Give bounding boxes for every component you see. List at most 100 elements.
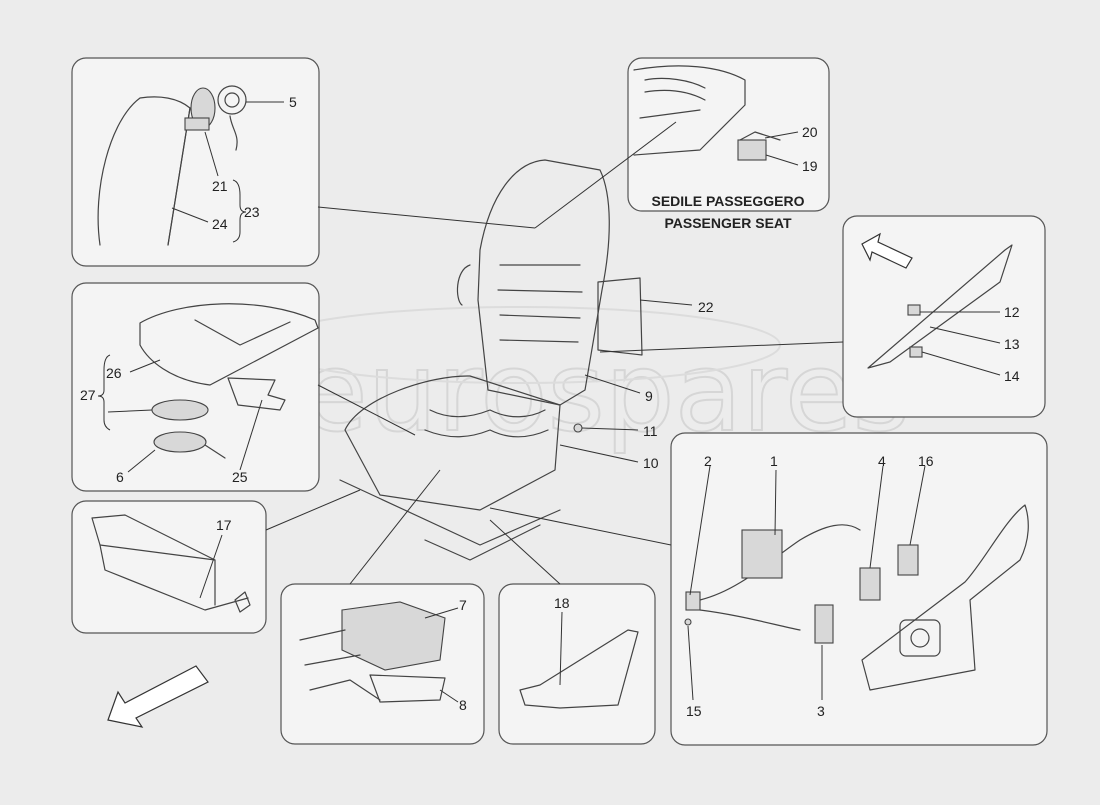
backrest-wire	[456, 264, 471, 306]
heater-pad-27	[151, 399, 209, 421]
backrest-springs	[497, 264, 583, 343]
harness-lower-wire	[699, 609, 801, 631]
callout-26: 26	[106, 365, 122, 381]
connector-harness	[489, 507, 672, 546]
connector-headrest	[317, 206, 536, 229]
connector-cushion	[317, 384, 416, 436]
callout-4: 4	[878, 453, 886, 469]
connector-wire-18	[489, 519, 561, 585]
cushion-cover-26	[139, 303, 319, 386]
occupant-sensor-19	[737, 139, 767, 161]
brace-23	[232, 179, 247, 243]
callout-23: 23	[244, 204, 260, 220]
leader-16	[909, 465, 926, 546]
leader-20	[764, 131, 799, 139]
wire-18	[519, 629, 639, 709]
callout-27: 27	[80, 387, 96, 403]
leader-10	[559, 444, 639, 463]
callout-11: 11	[643, 423, 658, 439]
fan-6-cable	[204, 444, 226, 459]
callout-1: 1	[770, 453, 778, 469]
leader-17	[199, 534, 223, 599]
leader-11	[581, 427, 639, 431]
callout-3: 3	[817, 703, 825, 719]
leader-26	[129, 359, 161, 373]
leader-6	[127, 449, 156, 473]
screw-15	[684, 618, 692, 626]
panel-passenger-seat	[627, 57, 830, 212]
leader-15	[687, 625, 694, 701]
callout-8: 8	[459, 697, 467, 713]
leader-14	[921, 351, 1001, 376]
seat-rails	[339, 479, 561, 561]
headrest-latch	[184, 117, 210, 131]
callout-5: 5	[289, 94, 297, 110]
leader-13	[929, 326, 1001, 344]
control-module-7	[341, 601, 446, 671]
callout-6: 6	[116, 469, 124, 485]
screw-11	[573, 423, 583, 433]
frame-17-body	[99, 544, 249, 611]
clip-12	[907, 304, 921, 316]
passenger-seat-springs	[639, 77, 706, 119]
harness-connector-block	[741, 529, 783, 579]
speaker-5	[217, 85, 247, 115]
leader-19	[765, 154, 799, 166]
switch-4	[859, 567, 881, 601]
panel-wiring-harness	[670, 432, 1048, 746]
wiring-harness-assembly	[684, 504, 1029, 691]
seat-bracket	[867, 244, 1013, 369]
module-bracket-8	[369, 674, 446, 703]
connector-frame-17	[265, 489, 361, 531]
callout-13: 13	[1004, 336, 1020, 352]
sensor-mat-25	[227, 377, 286, 411]
leader-7	[424, 607, 459, 619]
callout-9: 9	[645, 388, 653, 404]
harness-main-wire	[699, 524, 861, 601]
callout-14: 14	[1004, 368, 1020, 384]
leader-22	[639, 299, 693, 306]
connector-2	[685, 591, 701, 611]
leader-1	[774, 469, 777, 536]
callout-18: 18	[554, 595, 570, 611]
brace-27	[97, 354, 111, 431]
callout-2: 2	[704, 453, 712, 469]
callout-20: 20	[802, 124, 818, 140]
leader-8	[439, 689, 459, 703]
wire-18-loop	[519, 629, 639, 709]
leader-24	[171, 207, 209, 223]
callout-15: 15	[686, 703, 702, 719]
callout-21: 21	[212, 178, 228, 194]
leader-4	[869, 465, 884, 569]
connector-module	[349, 469, 441, 585]
seat-panel-22	[597, 277, 643, 356]
nut-14	[909, 346, 923, 358]
arrow-down-left-icon	[107, 665, 209, 728]
callout-22: 22	[698, 299, 714, 315]
callout-10: 10	[643, 455, 659, 471]
leader-9	[584, 374, 641, 394]
leader-27	[107, 409, 153, 413]
sensor-bracket-20	[739, 131, 781, 141]
callout-16: 16	[918, 453, 934, 469]
seat-switch-knob	[910, 628, 930, 648]
frame-17-tab	[234, 591, 251, 613]
cushion-assembly	[139, 303, 319, 459]
headrest-edge	[167, 107, 191, 246]
caption-passenger-seat: PASSENGER SEAT	[664, 215, 792, 231]
seat-switch-panel	[899, 619, 941, 657]
cushion-seam	[194, 319, 291, 346]
callout-19: 19	[802, 158, 818, 174]
callout-7: 7	[459, 597, 467, 613]
leader-2	[689, 465, 711, 596]
panel-headrest	[71, 57, 320, 267]
callout-25: 25	[232, 469, 248, 485]
passenger-seat-frame	[633, 65, 746, 156]
panel-cushion	[71, 282, 320, 492]
panel-frame-17	[71, 500, 267, 634]
callout-24: 24	[212, 216, 228, 232]
panel-bracket	[842, 215, 1046, 418]
caption-sedile-passeggero: SEDILE PASSEGGERO	[652, 193, 805, 209]
frame-17	[91, 514, 251, 613]
